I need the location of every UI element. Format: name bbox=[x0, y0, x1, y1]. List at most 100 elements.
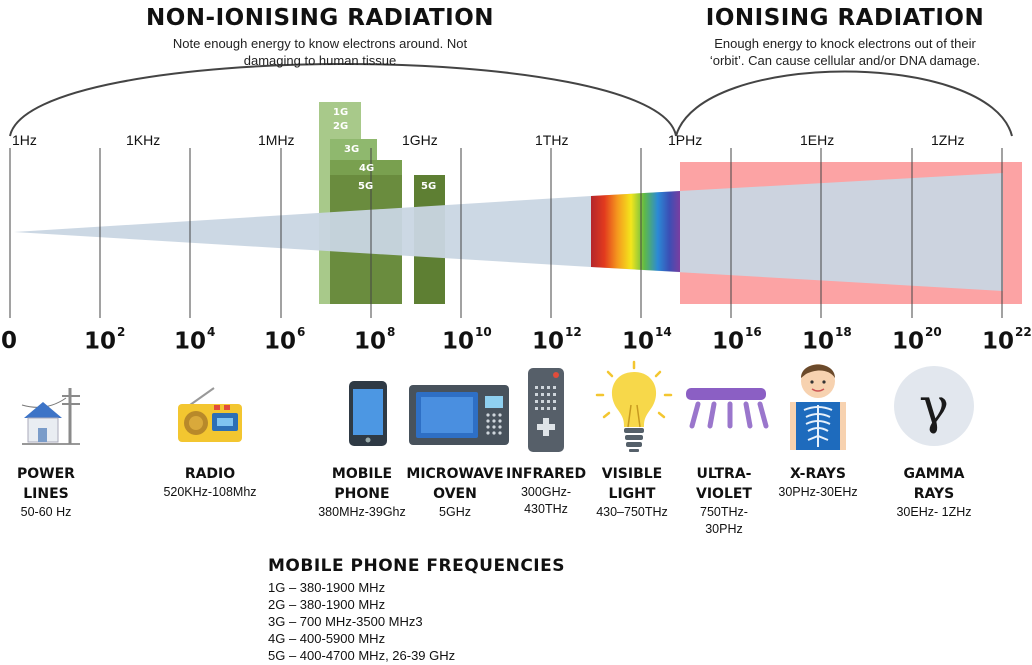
power-base: 10 bbox=[712, 328, 745, 355]
non-ionising-title: NON-IONISING RADIATION bbox=[146, 5, 494, 31]
source-name-line2: LIGHT bbox=[608, 486, 656, 502]
spectrum-wedge bbox=[14, 173, 1003, 291]
source-microwave-oven: MICROWAVE OVEN 5GHz bbox=[400, 464, 510, 521]
source-name-line1: INFRARED bbox=[506, 466, 587, 482]
source-name-line2: VIOLET bbox=[696, 486, 752, 502]
source-name-line1: ULTRA- bbox=[696, 466, 752, 482]
power-label-20: 1020 bbox=[892, 326, 942, 355]
gamma-glyph: γ bbox=[919, 377, 949, 435]
power-label-14: 1014 bbox=[622, 326, 672, 355]
mobile-frequency-line: 2G – 380-1900 MHz bbox=[268, 597, 386, 612]
source-range-line2: 30PHz bbox=[705, 522, 743, 536]
house-power-lines-icon bbox=[21, 388, 80, 445]
remote-control-icon bbox=[528, 368, 564, 452]
ionising-desc-line1: Enough energy to knock electrons out of … bbox=[714, 36, 976, 51]
source-range-line2: 430THz bbox=[524, 502, 568, 516]
gen-label-3g: 3G bbox=[344, 144, 360, 155]
power-label-2: 102 bbox=[84, 326, 125, 354]
power-base: 10 bbox=[174, 328, 207, 355]
source-name-line2: PHONE bbox=[334, 486, 390, 502]
power-base: 10 bbox=[982, 328, 1015, 355]
power-label-18: 1018 bbox=[802, 326, 852, 354]
gamma-symbol-icon bbox=[894, 366, 974, 446]
source-range-line1: 30EHz- 1ZHz bbox=[896, 505, 972, 519]
power-exponent: 14 bbox=[655, 325, 672, 339]
power-exponent: 20 bbox=[925, 325, 942, 339]
power-label-8: 108 bbox=[354, 326, 395, 354]
source-name-line2: RAYS bbox=[913, 486, 955, 502]
uv-lamp-icon bbox=[686, 388, 769, 429]
mobile-phone-icon bbox=[349, 381, 387, 446]
freq-label-1mhz: 1MHz bbox=[258, 132, 295, 148]
radio-icon bbox=[178, 387, 242, 442]
power-exponent: 16 bbox=[745, 325, 762, 339]
source-name-line1: MOBILE bbox=[331, 466, 393, 482]
gen-label-1g: 1G bbox=[333, 107, 349, 118]
microwave-oven-icon bbox=[409, 385, 509, 445]
power-label-16: 1016 bbox=[712, 326, 762, 355]
source-range-line1: 30PHz-30EHz bbox=[778, 485, 858, 499]
source-mobile-phone: MOBILE PHONE 380MHz-39Ghz bbox=[310, 464, 414, 521]
mobile-frequency-line: 1G – 380-1900 MHz bbox=[268, 580, 386, 595]
gen-label-5g-high: 5G bbox=[421, 181, 437, 192]
source-name-line1: POWER bbox=[17, 466, 75, 482]
gen-label-2g: 2G bbox=[333, 121, 349, 132]
source-name-line1: VISIBLE bbox=[601, 466, 663, 482]
gen-label-5g: 5G bbox=[358, 181, 374, 192]
non-ionising-arc bbox=[9, 63, 677, 137]
light-bulb-icon bbox=[595, 360, 673, 452]
power-base: 10 bbox=[442, 328, 475, 355]
source-ultra-violet: ULTRA- VIOLET 750THz- 30PHz bbox=[682, 464, 766, 538]
source-name-line2: LINES bbox=[23, 486, 69, 502]
power-base: 10 bbox=[892, 328, 925, 355]
source-range-line1: 300GHz- bbox=[520, 485, 572, 499]
source-name-line1: RADIO bbox=[184, 466, 236, 482]
source-gamma-rays: GAMMA RAYS 30EHz- 1ZHz bbox=[882, 464, 986, 521]
source-infrared: INFRARED 300GHz- 430THz bbox=[506, 464, 586, 518]
freq-label-1zhz: 1ZHz bbox=[931, 132, 965, 148]
source-range-line1: 380MHz-39Ghz bbox=[318, 505, 406, 519]
ionising-title: IONISING RADIATION bbox=[705, 5, 985, 31]
power-label-22: 1022 bbox=[982, 326, 1032, 355]
gen-label-4g: 4G bbox=[359, 163, 375, 174]
non-ionising-desc-line1: Note enough energy to know electrons aro… bbox=[172, 36, 468, 51]
power-base: 0 bbox=[1, 328, 18, 354]
power-exponent: 8 bbox=[387, 325, 396, 339]
source-x-rays: X-RAYS 30PHz-30EHz bbox=[766, 464, 870, 501]
power-base: 10 bbox=[264, 328, 297, 355]
power-label-0: 0 bbox=[1, 330, 17, 353]
freq-label-1phz: 1PHz bbox=[668, 132, 703, 148]
source-range-line1: 520KHz-108Mhz bbox=[163, 485, 257, 499]
power-label-4: 104 bbox=[174, 326, 215, 355]
source-range-line1: 750THz- bbox=[700, 505, 748, 519]
freq-label-1khz: 1KHz bbox=[126, 132, 161, 148]
source-range-line1: 50-60 Hz bbox=[20, 505, 72, 519]
power-exponent: 18 bbox=[835, 325, 852, 339]
source-name-line1: MICROWAVE bbox=[406, 466, 504, 482]
source-name-line1: X-RAYS bbox=[790, 466, 846, 482]
power-label-12: 1012 bbox=[532, 326, 582, 354]
freq-label-1thz: 1THz bbox=[535, 132, 569, 148]
freq-label-1hz: 1Hz bbox=[12, 132, 37, 148]
power-exponent: 4 bbox=[207, 325, 216, 339]
non-ionising-desc-line2: damaging to human tissue bbox=[243, 53, 397, 68]
source-range-line1: 430–750THz bbox=[596, 505, 668, 519]
power-base: 10 bbox=[622, 328, 655, 355]
freq-label-1ghz: 1GHz bbox=[402, 132, 438, 148]
ionising-desc-line2: ‘orbit’. Can cause cellular and/or DNA d… bbox=[709, 53, 981, 68]
source-visible-light: VISIBLE LIGHT 430–750THz bbox=[584, 464, 680, 521]
mobile-frequency-line: 4G – 400-5900 MHz bbox=[268, 631, 386, 646]
source-name-line1: GAMMA bbox=[903, 466, 965, 482]
non-ionising-description: Note enough energy to know electrons aro… bbox=[120, 35, 520, 69]
source-radio: RADIO 520KHz-108Mhz bbox=[150, 464, 270, 501]
power-exponent: 2 bbox=[117, 325, 126, 339]
freq-label-1ehz: 1EHz bbox=[800, 132, 835, 148]
power-exponent: 10 bbox=[475, 325, 492, 339]
mobile-frequencies-panel: MOBILE PHONE FREQUENCIES 1G – 380-1900 M… bbox=[268, 556, 565, 664]
visible-light-band bbox=[591, 191, 680, 272]
mobile-frequency-line: 3G – 700 MHz-3500 MHz3 bbox=[268, 614, 423, 629]
ionising-description: Enough energy to knock electrons out of … bbox=[680, 35, 1010, 69]
